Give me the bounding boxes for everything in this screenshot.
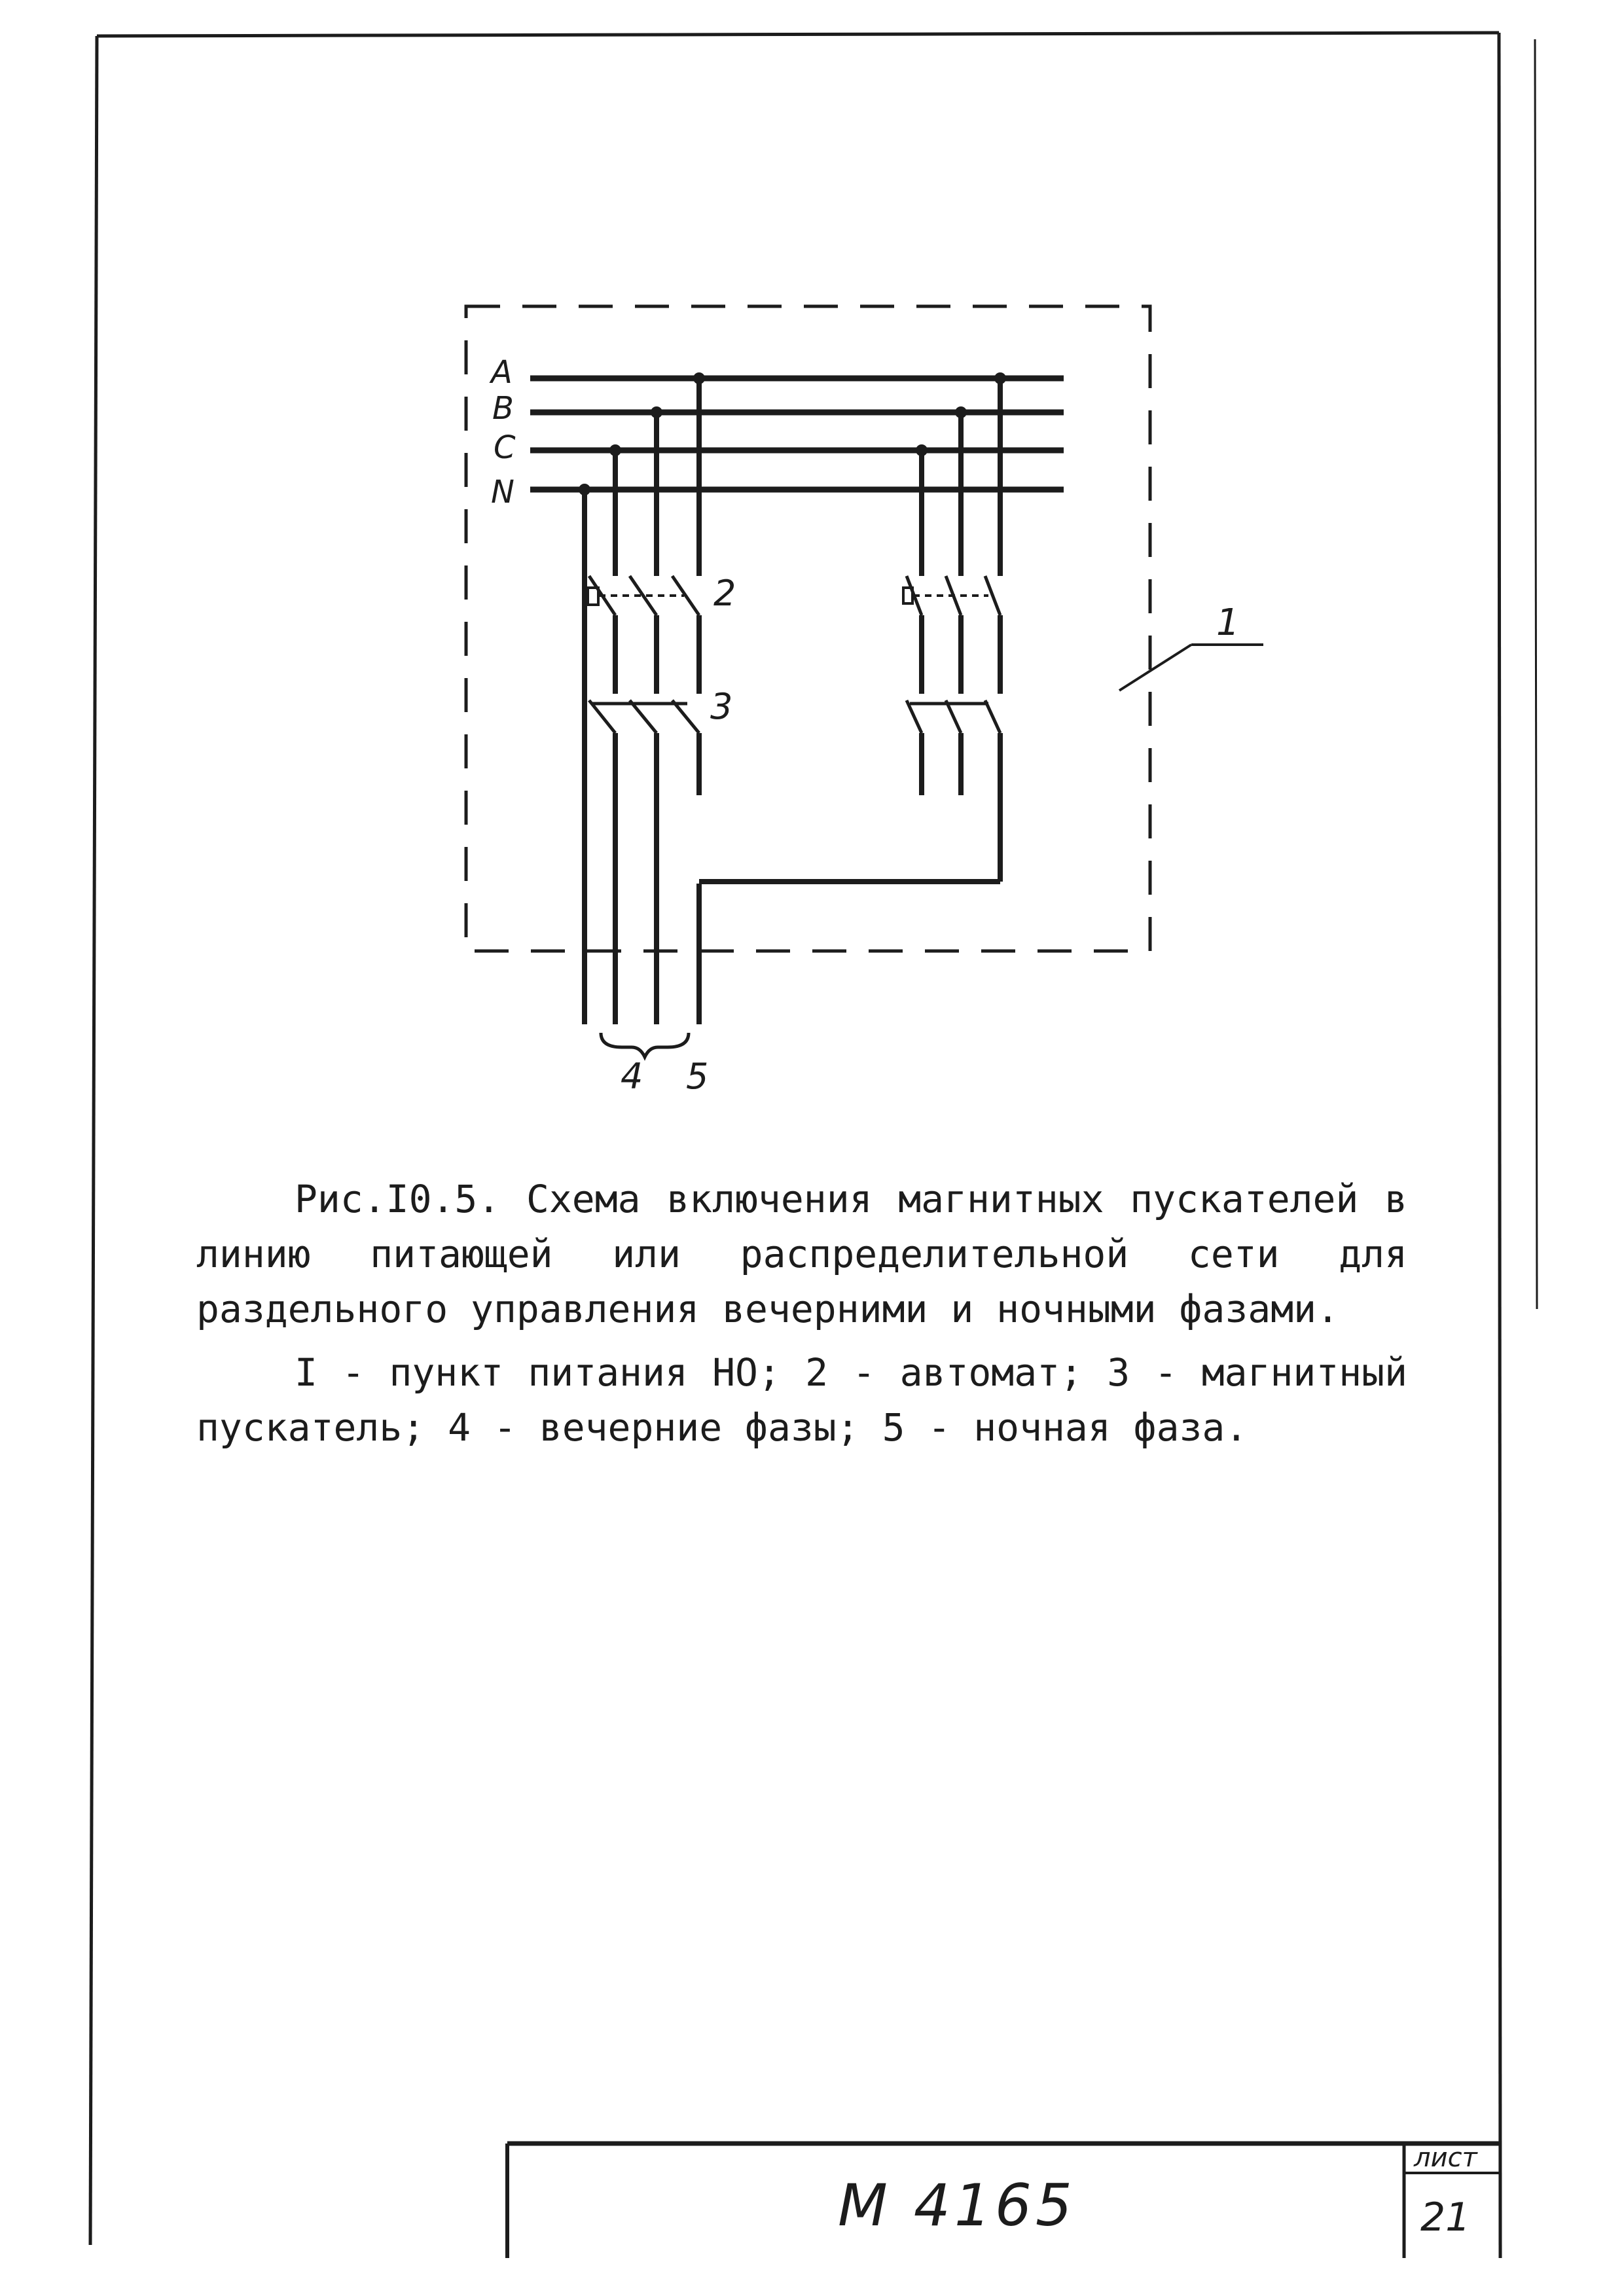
title-block <box>505 2141 1499 2258</box>
bus-label-b: B <box>492 390 514 427</box>
callout-night-phase: 5 <box>686 1056 708 1097</box>
sheet-label: лист <box>1413 2143 1479 2173</box>
bus-bars <box>530 375 1064 493</box>
evening-phases-brace <box>599 1032 691 1061</box>
callout-breaker: 2 <box>713 573 736 614</box>
page-frame <box>88 31 1538 2259</box>
callout-evening-phases: 4 <box>621 1056 643 1097</box>
junction-dots <box>579 372 1006 495</box>
night-feeder-circuit <box>699 378 1003 884</box>
bus-label-n: N <box>491 474 514 511</box>
figure-legend: I - пункт питания НО; 2 - автомат; 3 - м… <box>196 1350 1407 1450</box>
document-code: М 4165 <box>838 2172 1076 2239</box>
callout-1-leader <box>1118 643 1263 692</box>
feeder-point-enclosure <box>464 304 1152 953</box>
figure-caption: Рис.I0.5. Схема включения магнитных пуск… <box>196 1177 1407 1331</box>
sheet-number: 21 <box>1420 2195 1470 2240</box>
callout-feeder-point: 1 <box>1216 601 1240 644</box>
bus-label-c: C <box>494 429 516 466</box>
evening-feeder-circuit <box>582 378 702 1024</box>
callout-starter: 3 <box>710 686 732 727</box>
bus-labels: A B C N <box>489 354 516 511</box>
bus-label-a: A <box>489 354 513 391</box>
